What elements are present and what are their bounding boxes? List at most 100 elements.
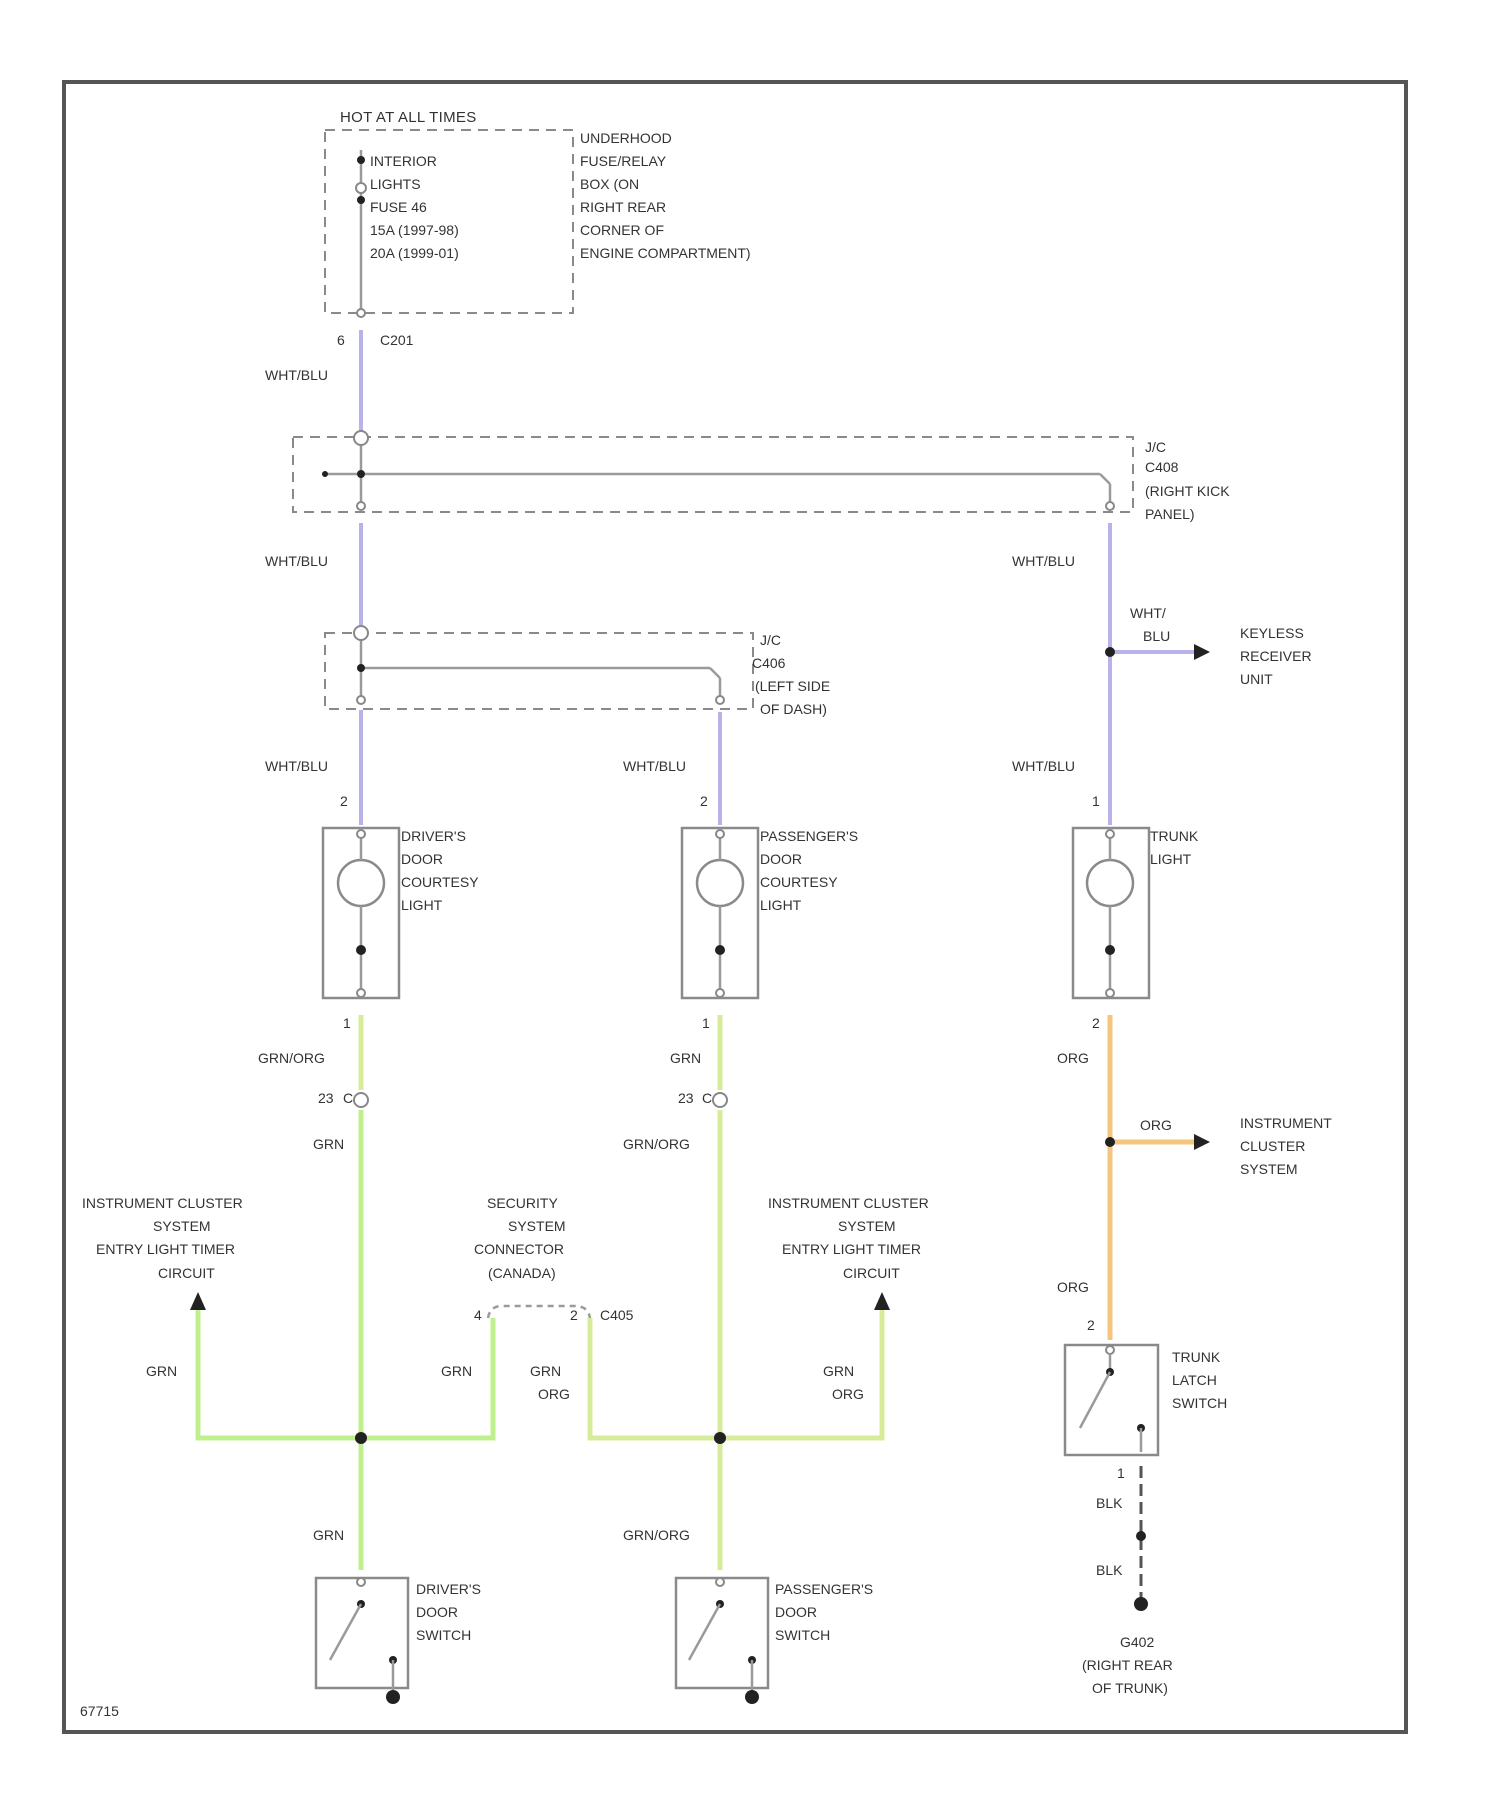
driver-switch-line-2: DOOR — [416, 1604, 458, 1620]
wire-label-security-grn: GRN — [441, 1363, 472, 1379]
instr-right-line-1: INSTRUMENT CLUSTER — [768, 1195, 929, 1211]
instr-right-line-2: SYSTEM — [838, 1218, 896, 1234]
passenger-lower-wires: GRN 23 C GRN/ORG GRN ORG GRN ORG GRN/ORG — [530, 1015, 890, 1570]
trunk-latch-line-2: LATCH — [1172, 1372, 1217, 1388]
wire-label-driver-grn-org: GRN/ORG — [258, 1050, 325, 1066]
passenger-light-line-4: LIGHT — [760, 897, 802, 913]
wire-label-driver-branch-grn: GRN — [146, 1363, 177, 1379]
passenger-light-line-2: DOOR — [760, 851, 802, 867]
wire-label-wht-blu-right: WHT/BLU — [1012, 553, 1075, 569]
instr-left-line-3: ENTRY LIGHT TIMER — [96, 1241, 235, 1257]
wire-label-wht-blu-0: WHT/BLU — [265, 367, 328, 383]
wire-label-passenger-grn-org-lower: GRN/ORG — [623, 1527, 690, 1543]
instr-cluster-left: INSTRUMENT CLUSTER SYSTEM ENTRY LIGHT TI… — [82, 1195, 243, 1281]
wire-label-passenger-branch-grn: GRN — [823, 1363, 854, 1379]
fuse-location-6: ENGINE COMPARTMENT) — [580, 245, 751, 261]
trunk-light-line-1: TRUNK — [1150, 828, 1199, 844]
junction-c408-line-3: (RIGHT KICK — [1145, 483, 1230, 499]
junction-c406: J/C C406 (LEFT SIDE OF DASH) — [325, 626, 830, 717]
fuse-connector-id: C201 — [380, 332, 414, 348]
fuse-location-4: RIGHT REAR — [580, 199, 666, 215]
junction-c406-line-4: OF DASH) — [760, 701, 827, 717]
trunk-ground-circuit: BLK BLK G402 (RIGHT REAR OF TRUNK) — [1082, 1466, 1173, 1696]
security-line-1: SECURITY — [487, 1195, 558, 1211]
keyless-line-1: KEYLESS — [1240, 625, 1304, 641]
figure-id: 67715 — [80, 1703, 119, 1719]
security-connector-id: C405 — [600, 1307, 634, 1323]
wire-label-wht-split-2: BLU — [1143, 628, 1170, 644]
wire-label-wht-split-1: WHT/ — [1130, 605, 1166, 621]
fuse-box: HOT AT ALL TIMES INTERIOR LIGHTS FUSE 46… — [325, 109, 751, 348]
junction-c408: J/C C408 (RIGHT KICK PANEL) — [293, 431, 1230, 522]
wire-label-driver-grn: GRN — [313, 1136, 344, 1152]
connector-c-left-pin: 23 — [318, 1090, 334, 1106]
junction-c408-line-4: PANEL) — [1145, 506, 1195, 522]
security-pin-right: 2 — [570, 1307, 578, 1323]
wire-label-passenger-grn-org: GRN/ORG — [623, 1136, 690, 1152]
wht-blu-wires — [361, 330, 1200, 825]
junction-c406-line-2: C406 — [752, 655, 786, 671]
passenger-light-line-1: PASSENGER'S — [760, 828, 858, 844]
passenger-switch-line-3: SWITCH — [775, 1627, 830, 1643]
fuse-box-header: HOT AT ALL TIMES — [340, 109, 477, 126]
wire-label-wht-blu-2: WHT/BLU — [265, 758, 328, 774]
fuse-location-2: FUSE/RELAY — [580, 153, 667, 169]
security-pin-left: 4 — [474, 1307, 482, 1323]
fuse-location-3: BOX (ON — [580, 176, 639, 192]
junction-c406-line-3: (LEFT SIDE — [755, 678, 830, 694]
security-connector: SECURITY SYSTEM CONNECTOR (CANADA) 4 2 C… — [474, 1195, 634, 1323]
trunk-org-wires: ORG ORG ORG INSTRUMENT CLUSTER SYSTEM — [1057, 1015, 1332, 1340]
trunk-light-pin-bottom: 2 — [1092, 1015, 1100, 1031]
junction-c406-line-1: J/C — [760, 632, 781, 648]
passenger-door-switch: PASSENGER'S DOOR SWITCH — [676, 1578, 873, 1704]
driver-courtesy-light: 2 1 DRIVER'S DOOR COURTESY LIGHT — [323, 793, 479, 1031]
instr-left-line-4: CIRCUIT — [158, 1265, 215, 1281]
fuse-location-5: CORNER OF — [580, 222, 664, 238]
fuse-line-4: 15A (1997-98) — [370, 222, 459, 238]
driver-light-line-2: DOOR — [401, 851, 443, 867]
junction-c408-line-1: J/C — [1145, 439, 1166, 455]
driver-light-line-4: LIGHT — [401, 897, 443, 913]
passenger-courtesy-light: 2 1 PASSENGER'S DOOR COURTESY LIGHT — [682, 793, 858, 1031]
keyless-line-2: RECEIVER — [1240, 648, 1312, 664]
instr-trunk-line-3: SYSTEM — [1240, 1161, 1298, 1177]
trunk-light-line-2: LIGHT — [1150, 851, 1192, 867]
wire-label-wht-blu-4: WHT/BLU — [1012, 758, 1075, 774]
ground-line-2: (RIGHT REAR — [1082, 1657, 1173, 1673]
instr-trunk-line-1: INSTRUMENT — [1240, 1115, 1332, 1131]
connector-c-right-sym: C — [702, 1090, 712, 1106]
connector-c-left-sym: C — [343, 1090, 353, 1106]
driver-light-pin-top: 2 — [340, 793, 348, 809]
driver-light-line-3: COURTESY — [401, 874, 479, 890]
wire-label-passenger-branch-org: ORG — [832, 1386, 864, 1402]
trunk-latch-switch: 2 1 TRUNK LATCH SWITCH — [1065, 1317, 1227, 1481]
keyless-branch: WHT/ BLU KEYLESS RECEIVER UNIT — [1105, 605, 1312, 687]
instr-left-line-2: SYSTEM — [153, 1218, 211, 1234]
wire-label-passenger-grn: GRN — [670, 1050, 701, 1066]
trunk-light: 1 2 TRUNK LIGHT — [1073, 793, 1199, 1031]
fuse-line-5: 20A (1999-01) — [370, 245, 459, 261]
wire-label-blk-1: BLK — [1096, 1495, 1123, 1511]
junction-c408-line-2: C408 — [1145, 459, 1179, 475]
driver-switch-line-3: SWITCH — [416, 1627, 471, 1643]
keyless-line-3: UNIT — [1240, 671, 1273, 687]
connector-c-right-pin: 23 — [678, 1090, 694, 1106]
passenger-light-line-3: COURTESY — [760, 874, 838, 890]
fuse-line-2: LIGHTS — [370, 176, 421, 192]
security-line-3: CONNECTOR — [474, 1241, 564, 1257]
security-line-4: (CANADA) — [488, 1265, 556, 1281]
instr-right-line-3: ENTRY LIGHT TIMER — [782, 1241, 921, 1257]
trunk-latch-pin-bottom: 1 — [1117, 1465, 1125, 1481]
driver-light-pin-bottom: 1 — [343, 1015, 351, 1031]
trunk-latch-line-1: TRUNK — [1172, 1349, 1221, 1365]
diagram-frame — [64, 82, 1406, 1732]
fuse-pin-number: 6 — [337, 332, 345, 348]
driver-light-line-1: DRIVER'S — [401, 828, 466, 844]
trunk-light-pin-top: 1 — [1092, 793, 1100, 809]
instr-cluster-right: INSTRUMENT CLUSTER SYSTEM ENTRY LIGHT TI… — [768, 1195, 929, 1281]
passenger-light-pin-top: 2 — [700, 793, 708, 809]
driver-lower-wires: GRN/ORG 23 C GRN GRN GRN GRN — [146, 1015, 493, 1570]
fuse-location-1: UNDERHOOD — [580, 130, 672, 146]
security-line-2: SYSTEM — [508, 1218, 566, 1234]
wire-label-wht-blu-3: WHT/BLU — [623, 758, 686, 774]
